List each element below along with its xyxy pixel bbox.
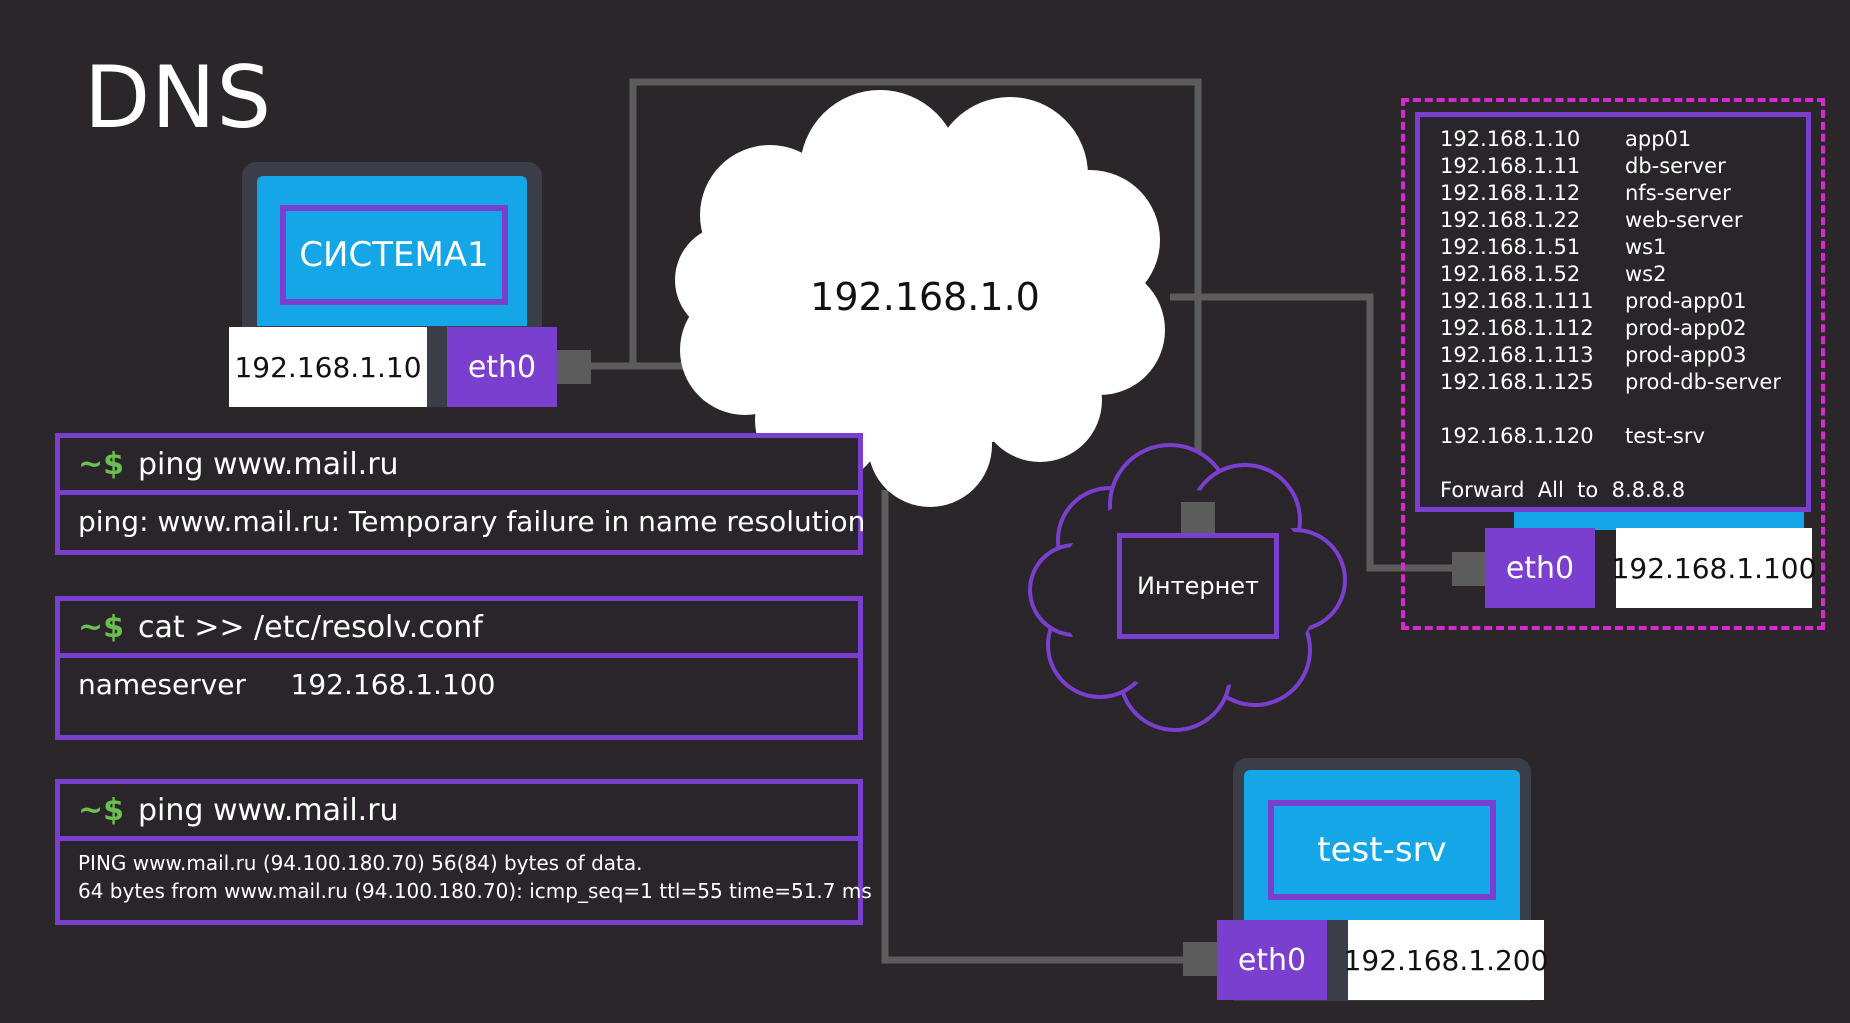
shell-prompt: ~$ [78,446,125,482]
terminal-command-line: ~$ ping www.mail.ru [60,438,858,495]
terminal-output: nameserver 192.168.1.100 [78,668,496,701]
terminal-command: ping www.mail.ru [138,446,399,482]
dns-server-ip: 192.168.1.100 [1612,528,1816,608]
terminal-output-line: PING www.mail.ru (94.100.180.70) 56(84) … [78,851,643,875]
testsrv-eth0: eth0 [1217,920,1327,1000]
terminal-output: ping: www.mail.ru: Temporary failure in … [78,505,866,538]
shell-prompt: ~$ [78,792,125,828]
wire-top-loop [629,78,1202,520]
slide-title: DNS [84,48,273,148]
terminal-ping-success: ~$ ping www.mail.ru PING www.mail.ru (94.… [55,779,872,925]
testsrv-ip: 192.168.1.200 [1344,920,1548,1000]
terminal-command: cat >> /etc/resolv.conf [138,609,483,645]
wire-cloud-to-testsrv [881,490,1185,964]
system1-port [557,350,591,384]
terminal-command: ping www.mail.ru [138,792,399,828]
terminal-command-line: ~$ cat >> /etc/resolv.conf [60,601,858,658]
subnet-label: 192.168.1.0 [810,275,1040,319]
terminal-output-line: 64 bytes from www.mail.ru (94.100.180.70… [78,879,872,903]
subnet-cloud [675,90,1165,507]
dns-server-eth0: eth0 [1485,528,1595,608]
shell-prompt: ~$ [78,609,125,645]
forward-rule: Forward All to 8.8.8.8 [1440,478,1686,502]
testsrv-name: test-srv [1268,800,1496,900]
internet-port [1181,502,1215,536]
internet-box: Интернет [1117,533,1279,639]
testsrv-port [1183,942,1217,976]
terminal-resolv-conf: ~$ cat >> /etc/resolv.conf nameserver 192… [55,596,863,740]
terminal-output: PING www.mail.ru (94.100.180.70) 56(84) … [60,841,872,915]
system1-ip: 192.168.1.10 [229,327,427,407]
terminal-ping-fail: ~$ ping www.mail.ru ping: www.mail.ru: Te… [55,433,866,555]
dns-server-group [1401,98,1825,630]
wire-cloud-to-dns [1170,293,1460,572]
dns-server-port [1452,552,1486,586]
system1-eth0: eth0 [447,327,557,407]
terminal-command-line: ~$ ping www.mail.ru [60,784,858,841]
system1-name: СИСТЕМА1 [280,205,508,305]
